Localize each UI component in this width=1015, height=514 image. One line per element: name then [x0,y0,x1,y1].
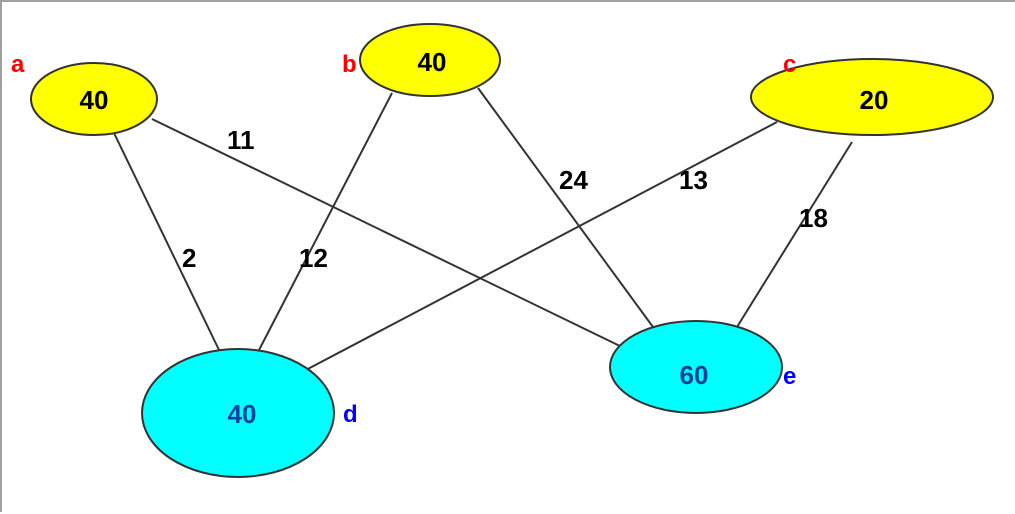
node-a[interactable]: 40 a [11,51,158,136]
node-c-value: 20 [860,85,889,115]
node-a-name: a [11,51,25,78]
node-d-name: d [343,401,358,428]
edge-a-e [151,118,623,348]
node-c-ellipse[interactable] [750,58,994,136]
edge-weight-b-e: 24 [559,165,588,195]
node-c[interactable]: 20 c [750,51,994,136]
edge-weight-b-d: 12 [299,243,328,273]
edge-weight-a-d: 2 [182,243,196,273]
edge-weight-c-e: 18 [799,203,828,233]
node-e-ellipse[interactable] [609,320,783,414]
node-b-ellipse[interactable] [359,23,501,97]
edge-weight-a-e: 11 [227,125,255,155]
node-d[interactable]: 40 d [141,348,358,478]
edge-c-d [303,121,778,372]
edges-layer [113,87,853,372]
edge-a-d [113,132,221,353]
node-e-name: e [783,363,796,390]
node-b[interactable]: 40 b [342,23,501,97]
nodes-layer: 40 a 40 b 20 c 40 d 60 e [11,23,994,478]
node-d-value: 40 [228,399,257,429]
edge-b-e [477,87,654,328]
node-a-ellipse[interactable] [30,62,158,136]
edge-labels: 2 12 11 13 24 18 [182,125,828,273]
node-a-value: 40 [80,85,109,115]
node-b-value: 40 [418,47,447,77]
edge-weight-c-d: 13 [679,165,708,195]
node-e-value: 60 [680,360,709,390]
edge-b-d [257,92,393,353]
node-e[interactable]: 60 e [609,320,796,414]
node-d-ellipse[interactable] [141,348,335,478]
node-b-name: b [342,51,357,78]
node-c-name: c [783,51,796,78]
edge-c-e [736,141,853,328]
